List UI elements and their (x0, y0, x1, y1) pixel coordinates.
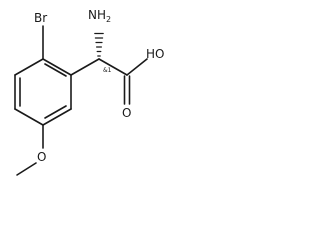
ring-bond (42, 108, 72, 126)
ring-bond (14, 108, 44, 126)
ring-bond (14, 58, 44, 76)
alpha-to-carboxyl-bond (98, 58, 128, 76)
chemical-structure: Br NH 2 &1 HO O O (14, 8, 164, 176)
hashed-wedge-bond (94, 32, 104, 57)
bromine-label: Br (34, 11, 47, 25)
ring-bond (42, 58, 72, 76)
ring-double-bond-inner (44, 105, 67, 119)
stereo-descriptor: &1 (103, 67, 112, 74)
ring-to-alpha-carbon-bond (70, 58, 100, 76)
amine-subscript: 2 (106, 15, 111, 24)
hydroxyl-label: HO (146, 47, 164, 61)
benzene-ring (14, 58, 72, 126)
carboxyl-oh-bond (126, 58, 148, 76)
carbonyl-oxygen-label: O (122, 106, 131, 120)
ether-oxygen-label: O (37, 150, 46, 164)
ring-double-bond-inner (44, 63, 67, 77)
o-methyl-bond (16, 162, 37, 176)
amine-label: NH (88, 8, 106, 22)
